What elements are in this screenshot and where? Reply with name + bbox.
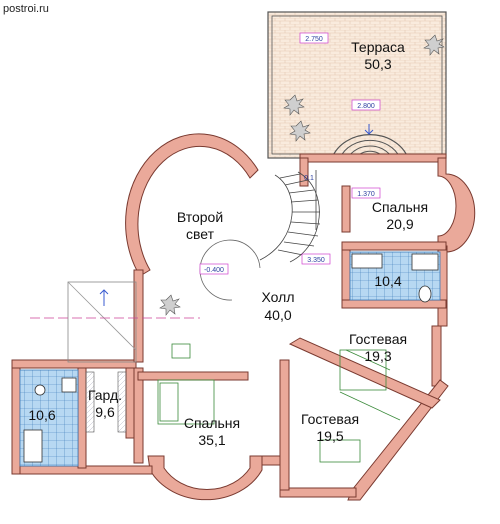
- dim-hall: 3.350: [307, 257, 325, 264]
- room-labels: Терраса 50,3 Спальня 20,9 Второй свет 10…: [28, 39, 428, 448]
- dimension-marks: 2.750 2.800 1.370 3.350 -0.400 0.1: [199, 32, 381, 275]
- staircase: [199, 170, 321, 301]
- dim-stair-mark: 0.1: [304, 175, 314, 182]
- guest-south-name: Гостевая: [301, 411, 359, 427]
- terrace-steps: [331, 134, 409, 159]
- bath-west-area: 10,6: [28, 407, 55, 423]
- bathroom-east: [349, 251, 441, 303]
- wardrobe-area: 9,6: [95, 404, 115, 420]
- site-label: postroi.ru: [3, 3, 49, 15]
- terrace: [267, 11, 447, 159]
- guest-south-area: 19,5: [316, 428, 343, 444]
- west-porch: [30, 281, 200, 363]
- dim-stair: 1.370: [357, 191, 375, 198]
- bathroom-west: [19, 369, 79, 467]
- dim-level: -0.400: [204, 267, 224, 274]
- dim-terrace-height: 2.800: [357, 103, 375, 110]
- wardrobe-shelves: [85, 371, 127, 433]
- terrace-area: 50,3: [364, 56, 391, 72]
- guest-east-area: 19,3: [364, 348, 391, 364]
- hall-name: Холл: [262, 289, 295, 305]
- plant-icons: [159, 34, 445, 316]
- wardrobe-name: Гард.: [88, 387, 122, 403]
- second-light-line2: свет: [186, 226, 215, 242]
- terrace-name: Терраса: [351, 39, 405, 55]
- dim-terrace-width: 2.750: [305, 36, 323, 43]
- bath-east-area: 10,4: [374, 273, 401, 289]
- second-light-line1: Второй: [177, 209, 223, 225]
- guest-east-name: Гостевая: [349, 331, 407, 347]
- furniture: [157, 343, 401, 463]
- bedroom-south-name: Спальня: [184, 415, 240, 431]
- bedroom-south-area: 35,1: [198, 432, 225, 448]
- hall-area: 40,0: [264, 307, 291, 323]
- interior-walls: [77, 157, 447, 491]
- bedroom-ne-area: 20,9: [386, 216, 413, 232]
- bedroom-ne-name: Спальня: [372, 199, 428, 215]
